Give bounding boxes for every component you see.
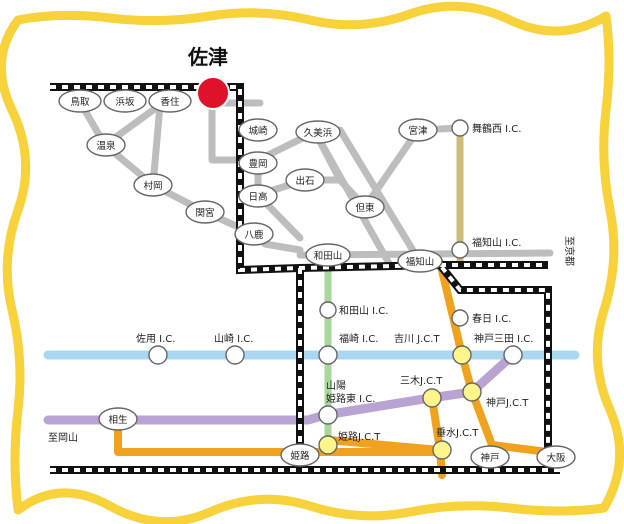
direction-kyoto: 至京都 (563, 236, 576, 266)
svg-text:城崎: 城崎 (248, 125, 268, 137)
city-miyazu: 宮津 (398, 118, 438, 142)
city-osaka: 大阪 (536, 445, 576, 469)
svg-text:舞鶴西 I.C.: 舞鶴西 I.C. (472, 122, 521, 135)
svg-text:福知山 I.C.: 福知山 I.C. (472, 236, 521, 249)
city-sekinomiya: 関宮 (185, 200, 225, 224)
svg-text:山崎 I.C.: 山崎 I.C. (214, 332, 253, 345)
svg-text:八鹿: 八鹿 (244, 229, 264, 241)
svg-text:但東: 但東 (355, 202, 375, 214)
svg-text:和田山: 和田山 (314, 251, 343, 262)
ic-yamasaki (225, 345, 245, 365)
ic-miki-jct (422, 388, 442, 408)
city-fukuchiyama: 福知山 (397, 249, 443, 273)
svg-text:村岡: 村岡 (143, 180, 162, 192)
city-onsen: 温泉 (86, 133, 126, 157)
svg-text:豊岡: 豊岡 (248, 158, 267, 170)
svg-text:春日 I.C.: 春日 I.C. (472, 313, 511, 325)
svg-text:神戸J.C.T: 神戸J.C.T (486, 396, 529, 409)
ic-wadayama (319, 301, 337, 319)
svg-text:三木J.C.T: 三木J.C.T (400, 375, 443, 387)
ic-himeji-east (318, 405, 338, 425)
city-tanto: 但東 (345, 195, 385, 219)
city-aioi: 相生 (98, 407, 138, 431)
city-kasumi: 香住 (148, 89, 192, 113)
city-himeji: 姫路 (280, 443, 320, 467)
city-kumihama: 久美浜 (295, 120, 341, 144)
origin-marker (196, 76, 230, 110)
svg-text:吉川 J.C.T: 吉川 J.C.T (394, 333, 440, 345)
city-wadayama: 和田山 (305, 243, 351, 267)
ic-himeji-jct (318, 435, 338, 455)
cities: 鳥取 浜坂 香住 温泉 村岡 関宮 城崎 豊岡 日高 八鹿 久美浜 宮津 出石 … (58, 89, 576, 469)
svg-text:山陽: 山陽 (326, 380, 346, 392)
ic-kobe-sanda (503, 345, 523, 365)
ic-fukusaki (318, 345, 338, 365)
svg-text:久美浜: 久美浜 (304, 127, 333, 139)
city-toyooka: 豊岡 (238, 151, 278, 175)
svg-text:大阪: 大阪 (546, 452, 566, 464)
svg-text:宮津: 宮津 (408, 125, 428, 137)
ic-fukuchiyama (451, 241, 469, 259)
svg-text:姫路: 姫路 (290, 450, 310, 462)
direction-okayama: 至岡山 (48, 432, 78, 444)
svg-text:佐用 I.C.: 佐用 I.C. (136, 333, 175, 345)
city-tottori: 鳥取 (58, 89, 102, 113)
svg-text:福崎 I.C.: 福崎 I.C. (339, 332, 378, 345)
interchange-labels: 舞鶴西 I.C. 福知山 I.C. 春日 I.C. 神戸三田 I.C. 和田山 … (136, 122, 533, 443)
svg-text:香住: 香住 (160, 96, 180, 108)
svg-text:姫路東 I.C.: 姫路東 I.C. (326, 392, 375, 405)
city-kinosaki: 城崎 (238, 118, 278, 142)
svg-text:和田山 I.C.: 和田山 I.C. (339, 305, 388, 317)
svg-text:日高: 日高 (248, 191, 267, 203)
ic-maizuru-nishi (451, 119, 469, 137)
svg-text:神戸三田 I.C.: 神戸三田 I.C. (474, 332, 533, 345)
svg-text:相生: 相生 (108, 414, 128, 426)
svg-text:福知山: 福知山 (406, 256, 435, 268)
svg-text:垂水J.C.T: 垂水J.C.T (436, 427, 479, 439)
interchange-markers (148, 119, 523, 460)
svg-text:出石: 出石 (295, 175, 314, 187)
ic-kobe-jct (462, 382, 482, 402)
map-title: 佐津 (187, 45, 228, 69)
ic-kasuga (451, 309, 469, 327)
city-kobe: 神戸 (470, 445, 510, 469)
svg-text:神戸: 神戸 (480, 452, 499, 464)
city-hamasaka: 浜坂 (103, 89, 147, 113)
ic-yokawa-jct (452, 345, 472, 365)
city-muraoka: 村岡 (133, 173, 173, 197)
expressway-orange-2 (114, 416, 444, 456)
city-hidaka: 日高 (238, 184, 278, 208)
ic-sayo (148, 345, 168, 365)
svg-text:姫路J.C.T: 姫路J.C.T (338, 430, 381, 443)
city-izushi: 出石 (285, 168, 325, 192)
svg-text:温泉: 温泉 (96, 140, 116, 152)
railways (50, 83, 560, 474)
ic-tarumi-jct (432, 440, 452, 460)
svg-text:浜坂: 浜坂 (115, 97, 135, 108)
svg-text:鳥取: 鳥取 (70, 96, 90, 108)
city-yoka: 八鹿 (234, 222, 274, 246)
svg-text:関宮: 関宮 (195, 207, 214, 219)
